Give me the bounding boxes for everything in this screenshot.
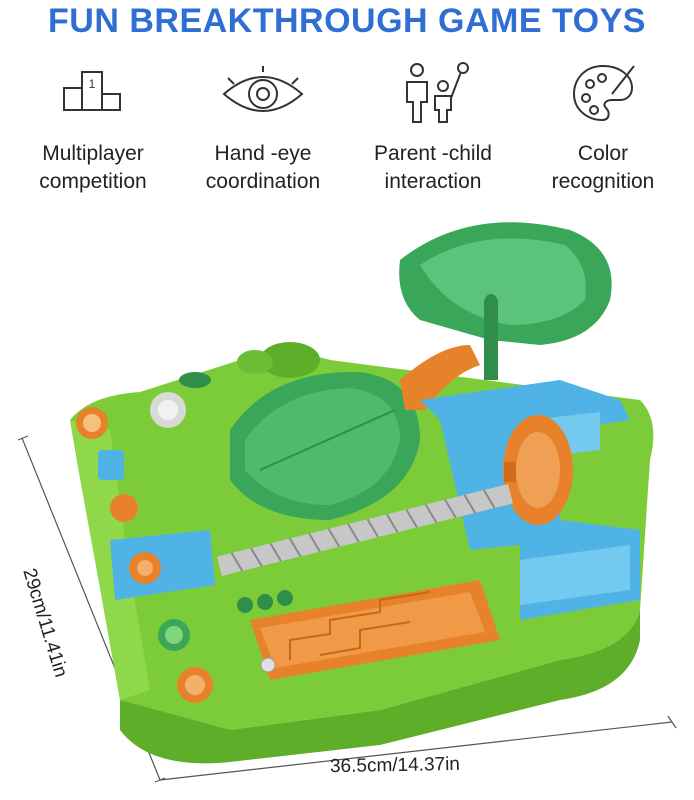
product-image xyxy=(17,222,677,783)
spiral-screw xyxy=(217,484,513,576)
svg-text:1: 1 xyxy=(89,77,96,91)
palette-icon xyxy=(572,64,635,122)
character-buttons xyxy=(76,372,213,703)
page-title: FUN BREAKTHROUGH GAME TOYS xyxy=(48,2,646,40)
feature-label: Hand -eye coordination xyxy=(205,142,321,193)
bush-decoration xyxy=(237,342,320,378)
feature-color: Color recognition xyxy=(518,58,688,196)
parent-child-icon xyxy=(406,62,469,123)
feature-multiplayer: 1 Multiplayer competition xyxy=(8,58,178,196)
podium-icon: 1 xyxy=(63,71,121,111)
orange-wheel xyxy=(503,415,573,525)
feature-label: Color recognition xyxy=(551,142,655,193)
blue-block xyxy=(110,530,215,600)
leaf-ramp xyxy=(230,371,420,520)
feature-label: Multiplayer competition xyxy=(39,142,147,193)
orange-slide xyxy=(400,345,480,410)
eye-icon xyxy=(222,66,304,112)
lily-pad xyxy=(399,222,612,380)
width-dimension-label: 36.5cm/14.37in xyxy=(329,753,461,778)
feature-hand-eye: Hand -eye coordination xyxy=(178,58,348,196)
brick-maze xyxy=(250,580,500,680)
feature-parent-child: Parent -child interaction xyxy=(348,58,518,196)
ball-holes xyxy=(237,590,293,613)
feature-row: 1 Multiplayer competition Hand -eye coor… xyxy=(0,58,694,198)
feature-label: Parent -child interaction xyxy=(374,142,492,193)
